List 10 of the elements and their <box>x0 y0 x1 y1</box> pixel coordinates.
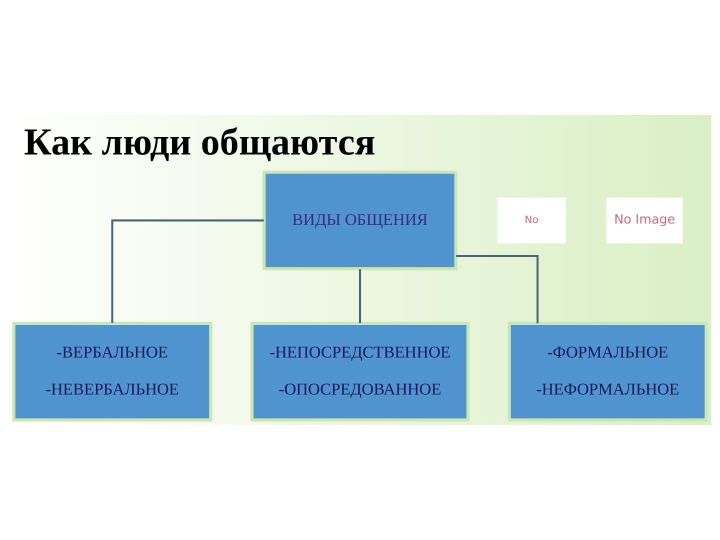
label: No Image <box>614 212 676 227</box>
node-box: -ВЕРБАЛЬНОЕ -НЕВЕРБАЛЬНОЕ <box>12 322 212 422</box>
connector <box>456 255 539 324</box>
connector <box>111 219 264 323</box>
label: No <box>524 214 538 226</box>
diagram-title: Как люди общаются <box>24 121 376 164</box>
node-box: -ФОРМАЛЬНОЕ -НЕФОРМАЛЬНОЕ <box>508 322 708 422</box>
connector <box>358 269 362 324</box>
node-box: ВИДЫ ОБЩЕНИЯ <box>262 170 458 270</box>
node-box: -НЕПОСРЕДСТВЕННОЕ -ОПОСРЕДОВАННОЕ <box>250 322 470 422</box>
